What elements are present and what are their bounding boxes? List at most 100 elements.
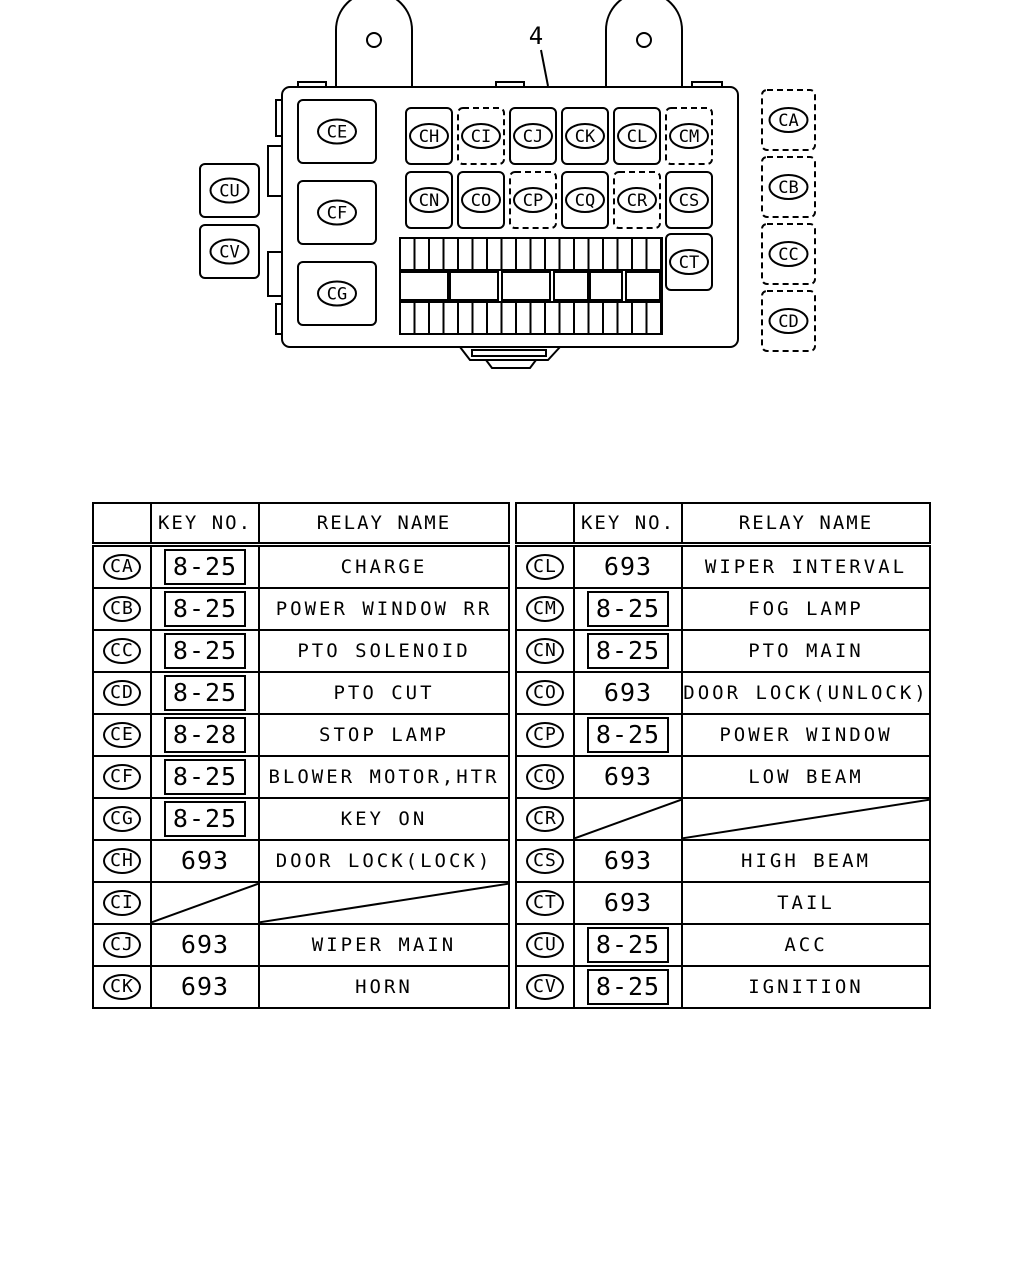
relay-name-cell: HORN xyxy=(258,965,510,1009)
relay-label: CI xyxy=(471,127,491,147)
key-no-cell: 693 xyxy=(150,923,260,967)
relay-name: CHARGE xyxy=(340,556,428,578)
relay-code-cell: CK xyxy=(92,965,152,1009)
relay: CB xyxy=(761,156,816,218)
relay-name: TAIL xyxy=(777,892,835,914)
key-no-cell: 693 xyxy=(150,965,260,1009)
relay-name-cell: FOG LAMP xyxy=(681,587,931,631)
key-no-cell: 8-25 xyxy=(573,923,683,967)
relay-label: CU xyxy=(219,182,239,202)
key-no-cell: 693 xyxy=(573,881,683,925)
relay-code: CQ xyxy=(526,764,564,790)
empty-slash xyxy=(575,799,681,839)
key-no: 693 xyxy=(603,888,653,917)
key-no: 8-25 xyxy=(586,927,670,963)
relay-code: CP xyxy=(526,722,564,748)
relay: CP xyxy=(509,171,557,229)
key-no-cell: 8-25 xyxy=(573,713,683,757)
code-column-header xyxy=(92,502,152,546)
key-no-cell: 693 xyxy=(150,839,260,883)
key-no-cell: 8-25 xyxy=(150,755,260,799)
relay-label: CS xyxy=(679,191,699,211)
relay-label: CL xyxy=(627,127,647,147)
relay-name: HIGH BEAM xyxy=(741,850,871,872)
relay-code: CB xyxy=(103,596,141,622)
relay-code: CD xyxy=(103,680,141,706)
relay: CK xyxy=(561,107,609,165)
table-header-row: KEY NO. RELAY NAME xyxy=(92,502,510,546)
relay: CQ xyxy=(561,171,609,229)
relay-code-cell: CA xyxy=(92,543,152,589)
relay-name: STOP LAMP xyxy=(319,724,449,746)
key-no-cell: 8-25 xyxy=(573,629,683,673)
relay-name: FOG LAMP xyxy=(748,598,864,620)
table-header-row: KEY NO. RELAY NAME xyxy=(515,502,931,546)
relay-name: PTO CUT xyxy=(333,682,435,704)
relay-code: CA xyxy=(103,554,141,580)
key-no-cell xyxy=(150,881,260,925)
relay-code-cell: CC xyxy=(92,629,152,673)
relay-code-cell: CP xyxy=(515,713,575,757)
key-no: 8-25 xyxy=(586,633,670,669)
relay-label: CN xyxy=(419,191,439,211)
relay-name: PTO SOLENOID xyxy=(297,640,471,662)
relay-label: CV xyxy=(219,243,239,263)
empty-slash xyxy=(260,883,508,923)
relay-name-cell: BLOWER MOTOR,HTR xyxy=(258,755,510,799)
relay-code-cell: CE xyxy=(92,713,152,757)
relay-name: WIPER INTERVAL xyxy=(704,556,908,578)
key-no-cell: 8-25 xyxy=(150,543,260,589)
key-no: 8-28 xyxy=(163,717,247,753)
relay-label: CB xyxy=(778,178,798,198)
relay: CV xyxy=(199,224,260,279)
key-no-cell: 693 xyxy=(573,839,683,883)
table-row: CI xyxy=(92,881,510,925)
relay-name-cell: POWER WINDOW xyxy=(681,713,931,757)
relay-name-cell: ACC xyxy=(681,923,931,967)
key-no-cell: 8-25 xyxy=(150,629,260,673)
relay-name: DOOR LOCK(LOCK) xyxy=(275,850,493,872)
relay-name: KEY ON xyxy=(340,808,428,830)
key-no: 8-25 xyxy=(163,549,247,585)
relay-code-cell: CQ xyxy=(515,755,575,799)
key-no: 693 xyxy=(603,846,653,875)
relay-code-cell: CI xyxy=(92,881,152,925)
relay-label: CC xyxy=(778,245,798,265)
key-no-cell: 693 xyxy=(573,671,683,715)
key-no: 693 xyxy=(603,552,653,581)
table-row: CE 8-28 STOP LAMP xyxy=(92,713,510,757)
relay-code: CE xyxy=(103,722,141,748)
relay-label: CF xyxy=(327,204,347,224)
relay-code: CT xyxy=(526,890,564,916)
relay-name-cell: KEY ON xyxy=(258,797,510,841)
key-no: 8-25 xyxy=(586,591,670,627)
relay-code-cell: CO xyxy=(515,671,575,715)
relay-label: CA xyxy=(778,111,798,131)
relay-label: CR xyxy=(627,191,648,211)
relay-code-cell: CN xyxy=(515,629,575,673)
relay: CR xyxy=(613,171,661,229)
relay-name-cell: HIGH BEAM xyxy=(681,839,931,883)
relay: CA xyxy=(761,89,816,151)
key-no: 693 xyxy=(603,762,653,791)
relay: CI xyxy=(457,107,505,165)
key-no-cell: 8-25 xyxy=(150,797,260,841)
relay-label: CK xyxy=(575,127,596,147)
relay: CE xyxy=(297,99,377,164)
relay-name-cell: PTO MAIN xyxy=(681,629,931,673)
relay-name: WIPER MAIN xyxy=(311,934,457,956)
mount-ear-right xyxy=(605,0,683,86)
relay: CD xyxy=(761,290,816,352)
relay-name-header: RELAY NAME xyxy=(681,502,931,546)
empty-slash xyxy=(683,799,929,839)
relay-code-cell: CG xyxy=(92,797,152,841)
callout-number: 4 xyxy=(529,22,543,50)
